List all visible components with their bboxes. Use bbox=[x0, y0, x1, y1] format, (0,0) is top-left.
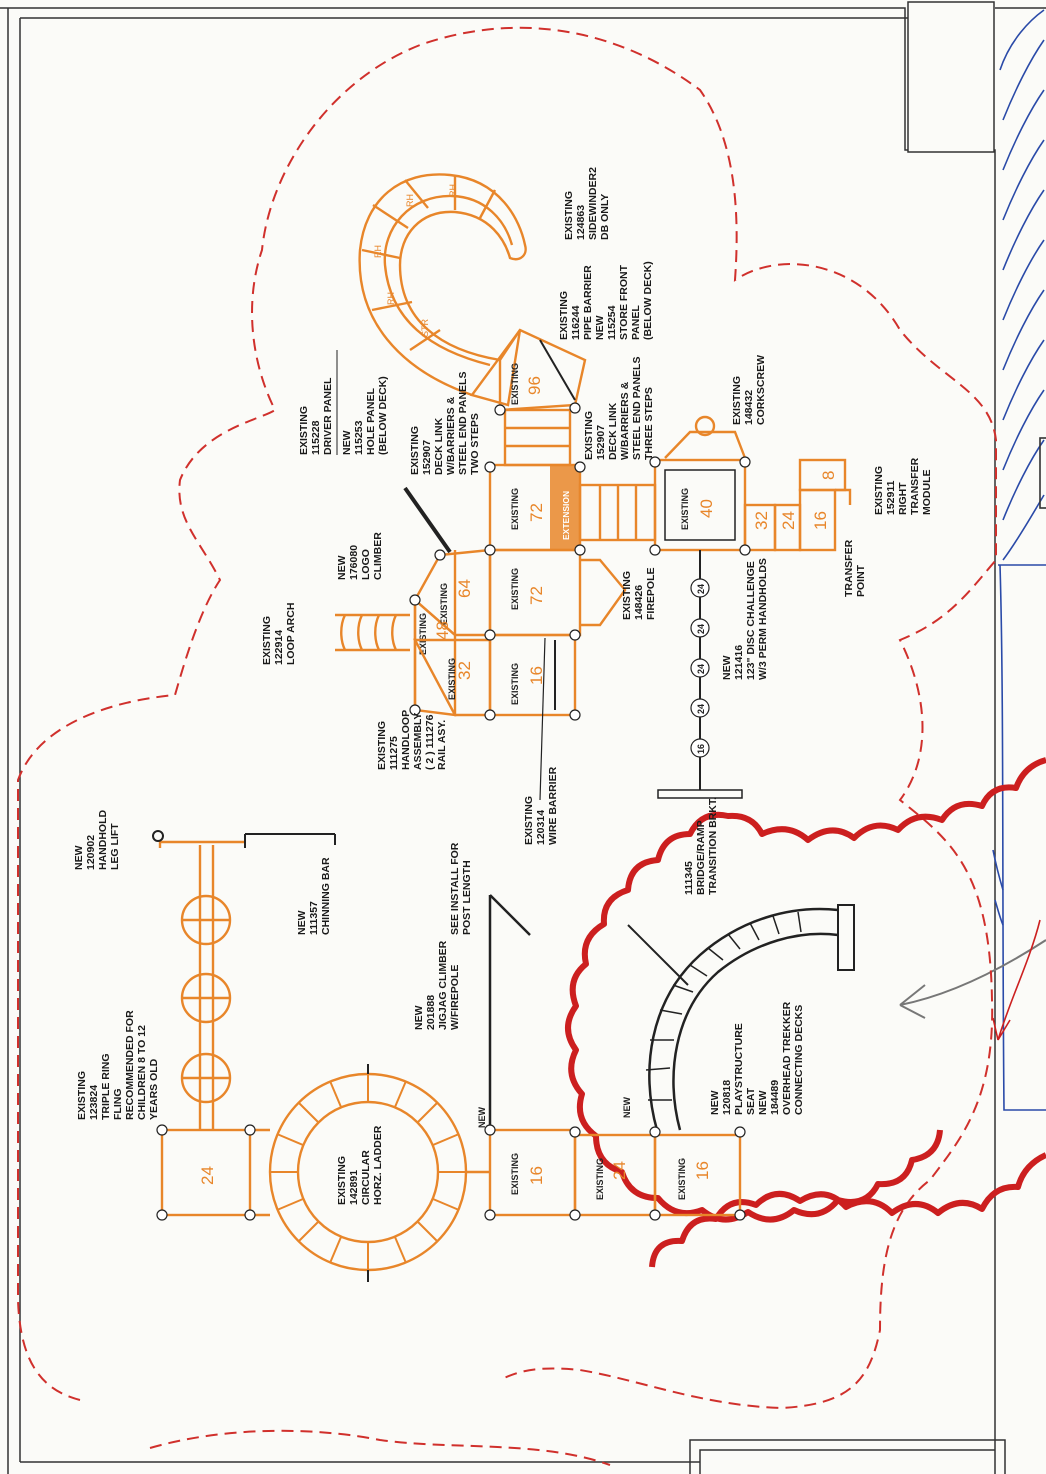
deck-x2-tag: EXISTING bbox=[595, 1158, 605, 1200]
label-pipe-barrier: EXISTING116244PIPE BARRIERNEW115254STORE… bbox=[558, 261, 654, 340]
grey-arrow-markup bbox=[899, 939, 1046, 1019]
tm-8: 8 bbox=[819, 471, 838, 480]
deck-48-tag: EXISTING bbox=[418, 613, 428, 655]
label-sidewinder: EXISTING124863SIDEWINDER2DB ONLY bbox=[563, 167, 611, 240]
red-arrow-markup bbox=[992, 919, 1041, 1041]
label-firepole: EXISTING148426FIREPOLE bbox=[621, 567, 657, 620]
deck-64-number: 64 bbox=[455, 579, 474, 598]
disc-mark-1: 24 bbox=[696, 584, 706, 594]
transfer-module: 32 24 16 8 bbox=[743, 458, 852, 552]
deck-x3-number: 16 bbox=[693, 1161, 712, 1180]
deck-40: EXISTING 40 bbox=[653, 458, 747, 552]
sidewinder-slide: RH RH RH RH STR bbox=[358, 173, 527, 407]
deck-96-tag: EXISTING bbox=[510, 363, 520, 405]
jigjag-climber bbox=[488, 894, 531, 1130]
label-post-length: SEE INSTALL FORPOST LENGTH bbox=[449, 842, 473, 935]
label-deck-link-three: EXISTING152907DECK LINKW/BARRIERS &STEEL… bbox=[583, 357, 655, 460]
circular-ladder bbox=[250, 1064, 490, 1282]
disc-mark-4: 24 bbox=[696, 704, 706, 714]
deck-72-top: EXISTING 72 EXTENSION bbox=[488, 463, 582, 552]
annotations: EXISTING124863SIDEWINDER2DB ONLY EXISTIN… bbox=[73, 167, 933, 1205]
logo-climber bbox=[403, 486, 452, 554]
label-logo-climber: NEW176080LOGOCLIMBER bbox=[336, 532, 384, 580]
revision-cloud bbox=[565, 757, 1046, 1268]
label-transfer-point: TRANSFERPOINT bbox=[843, 539, 867, 597]
deck-32-tag: EXISTING bbox=[447, 658, 457, 700]
label-corkscrew: EXISTING148432CORKSCREW bbox=[731, 355, 767, 425]
label-chinning-bar: NEW111357CHINNING BAR bbox=[296, 857, 332, 935]
deck-40-tag: EXISTING bbox=[680, 488, 690, 530]
deck-x2-number: 24 bbox=[610, 1161, 629, 1180]
extension-label: EXTENSION bbox=[561, 491, 571, 540]
deck-16-upper-tag: EXISTING bbox=[510, 663, 520, 705]
title-block-box bbox=[907, 1, 995, 153]
deck-32-number: 32 bbox=[455, 661, 474, 680]
disc-mark-3: 24 bbox=[696, 664, 706, 674]
use-zone-boundary bbox=[17, 26, 997, 1466]
tm-24: 24 bbox=[779, 511, 798, 530]
label-circular-ladder: EXISTING142891CIRCULARHORZ. LADDER bbox=[336, 1125, 384, 1205]
deck-posts bbox=[156, 402, 751, 1221]
overhead-trekker bbox=[627, 904, 855, 1131]
new-tag-2: NEW bbox=[622, 1096, 632, 1118]
deck-40-number: 40 bbox=[697, 499, 716, 518]
tm-32: 32 bbox=[752, 511, 771, 530]
deck-48-number: 48 bbox=[433, 621, 452, 640]
deck-72-middle-tag: EXISTING bbox=[510, 568, 520, 610]
label-wire-barrier: EXISTING120314WIRE BARRIER bbox=[523, 766, 559, 845]
slide-label-rh-2: RH bbox=[405, 194, 415, 207]
disc-mark-2: 24 bbox=[696, 624, 706, 634]
three-step-link bbox=[578, 483, 657, 542]
deck-16-lower-number: 16 bbox=[527, 1166, 546, 1185]
deck-96: EXISTING 96 bbox=[498, 328, 587, 412]
triple-ring-fling bbox=[180, 845, 232, 1130]
label-handloop: EXISTING111275HANDLOOPASSEMBLY( 2 ) 1112… bbox=[376, 710, 448, 770]
slide-label-rh-4: RH bbox=[386, 292, 396, 305]
lower-decks: EXISTING 16 EXISTING 24 EXISTING 16 NEW … bbox=[477, 1096, 742, 1217]
wire-barrier-leader bbox=[539, 637, 546, 801]
deck-16-upper-number: 16 bbox=[527, 666, 546, 685]
label-transfer-module: EXISTING152911RIGHTTRANSFERMODULE bbox=[873, 457, 933, 515]
disc-mark-5: 16 bbox=[696, 744, 706, 754]
loop-arch bbox=[335, 613, 410, 652]
slide-label-str: STR bbox=[420, 318, 430, 337]
label-jigjag: NEW201888JIGJAG CLIMBERW/FIREPOLE bbox=[413, 940, 461, 1030]
deck-16-lower-tag: EXISTING bbox=[510, 1153, 520, 1195]
label-disc-challenge: NEW121416123" DISC CHALLENGEW/3 PERM HAN… bbox=[721, 558, 769, 680]
deck-72-top-number: 72 bbox=[527, 503, 546, 522]
label-leg-lift: NEW120902HANDHOLDLEG LIFT bbox=[73, 810, 121, 870]
deck-64-tag: EXISTING bbox=[439, 583, 449, 625]
label-deck-link-two: EXISTING152907DECK LINKW/BARRIERS &STEEL… bbox=[409, 372, 481, 475]
deck-16-upper: EXISTING 16 bbox=[488, 633, 577, 717]
deck-72-middle: EXISTING 72 bbox=[488, 548, 627, 637]
deck-72-top-tag: EXISTING bbox=[510, 488, 520, 530]
deck-x3-tag: EXISTING bbox=[677, 1158, 687, 1200]
deck-72-middle-number: 72 bbox=[527, 586, 546, 605]
deck-24-left: 24 bbox=[160, 1128, 252, 1217]
label-triple-ring: EXISTING123824TRIPLE RINGFLINGRECOMMENDE… bbox=[76, 1010, 160, 1120]
hex-decks: EXISTING 64 EXISTING 48 EXISTING 32 bbox=[410, 548, 492, 717]
label-hole-panel: NEW115253HOLE PANEL(BELOW DECK) bbox=[341, 376, 389, 455]
deck-96-number: 96 bbox=[525, 376, 544, 395]
sheet-border bbox=[0, 7, 1046, 1474]
leg-lift bbox=[152, 830, 336, 848]
slide-label-rh-1: RH bbox=[373, 245, 383, 258]
two-step-link bbox=[503, 408, 572, 467]
slide-label-rh-3: RH bbox=[448, 184, 458, 197]
disc-challenge: 24 24 24 24 16 bbox=[657, 550, 743, 799]
corkscrew bbox=[664, 415, 747, 459]
play-structure: RH RH RH RH STR EXISTING 96 EXISTING 72 … bbox=[152, 173, 855, 1282]
blue-hatch-markup bbox=[992, 9, 1046, 1111]
new-tag-1: NEW bbox=[477, 1106, 487, 1128]
deck-24-left-number: 24 bbox=[198, 1166, 217, 1185]
label-bridge-ramp: 111345BRIDGE/RAMPTRANSITION BRKT. bbox=[683, 797, 719, 895]
tm-16: 16 bbox=[811, 511, 830, 530]
label-playstructure-seat: NEW120818PLAYSTRUCTURESEATNEW184489OVERH… bbox=[709, 1001, 805, 1115]
label-driver-panel: EXISTING115228DRIVER PANEL bbox=[298, 377, 334, 455]
label-loop-arch: EXISTING122914LOOP ARCH bbox=[261, 603, 297, 665]
